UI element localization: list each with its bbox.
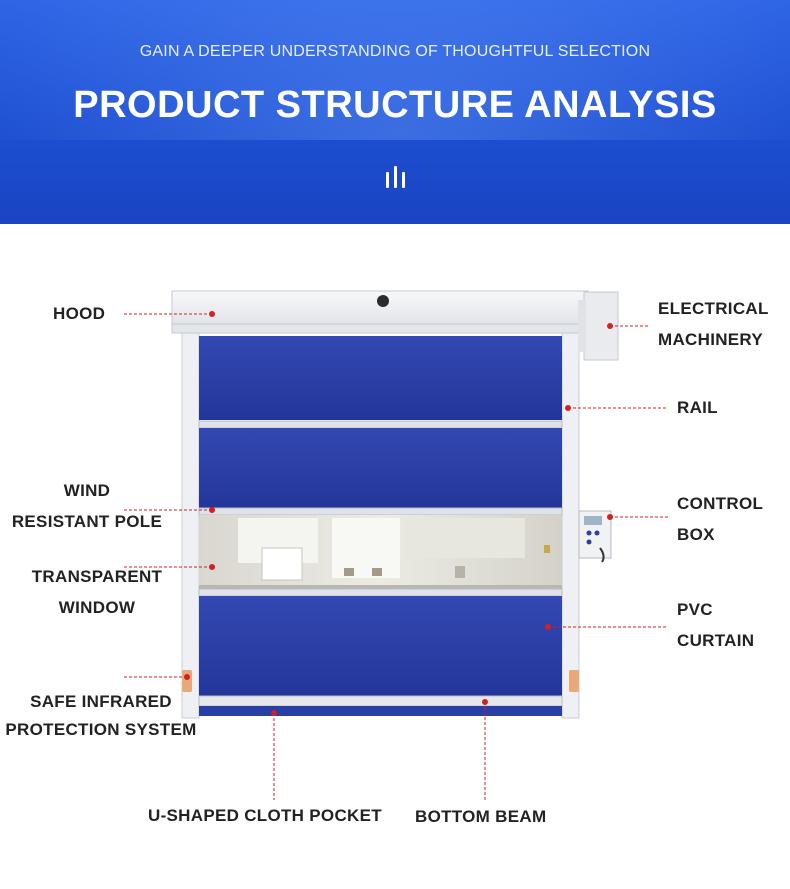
curtain-panel-upper — [199, 428, 562, 508]
header-banner: GAIN A DEEPER UNDERSTANDING OF THOUGHTFU… — [0, 0, 790, 224]
pvc-curtain — [199, 596, 562, 696]
banner-glow — [0, 0, 790, 140]
label-bottom-beam: BOTTOM BEAM — [415, 807, 547, 826]
right-rail — [561, 329, 580, 719]
leader-dots — [184, 311, 613, 716]
label-transparent-window: TRANSPARENT WINDOW — [31, 567, 163, 617]
label-rail: RAIL — [677, 398, 718, 417]
label-electrical-machinery: ELECTRICAL MACHINERY — [658, 299, 769, 349]
label-wind-resistant-pole: WIND RESISTANT POLE — [11, 481, 163, 531]
curtain-panel-top — [199, 336, 562, 420]
label-pvc-curtain: PVC CURTAIN — [677, 600, 755, 650]
wind-resistant-pole — [198, 507, 563, 516]
leader-lines — [124, 313, 668, 800]
hood-sensor — [377, 295, 389, 307]
banner-title: PRODUCT STRUCTURE ANALYSIS — [73, 84, 717, 126]
cloth-pocket — [199, 706, 562, 716]
divider-bars-icon — [384, 164, 408, 188]
label-hood: HOOD — [53, 304, 106, 323]
bottom-beam — [198, 695, 563, 707]
left-rail — [181, 329, 200, 719]
label-cloth-pocket: U-SHAPED CLOTH POCKET — [148, 806, 382, 825]
banner-subtitle: GAIN A DEEPER UNDERSTANDING OF THOUGHTFU… — [139, 43, 651, 60]
label-control-box: CONTROL BOX — [677, 494, 764, 544]
label-safe-infrared: SAFE INFRARED PROTECTION SYSTEM — [5, 692, 197, 739]
infrared-sensor-right — [569, 670, 579, 692]
